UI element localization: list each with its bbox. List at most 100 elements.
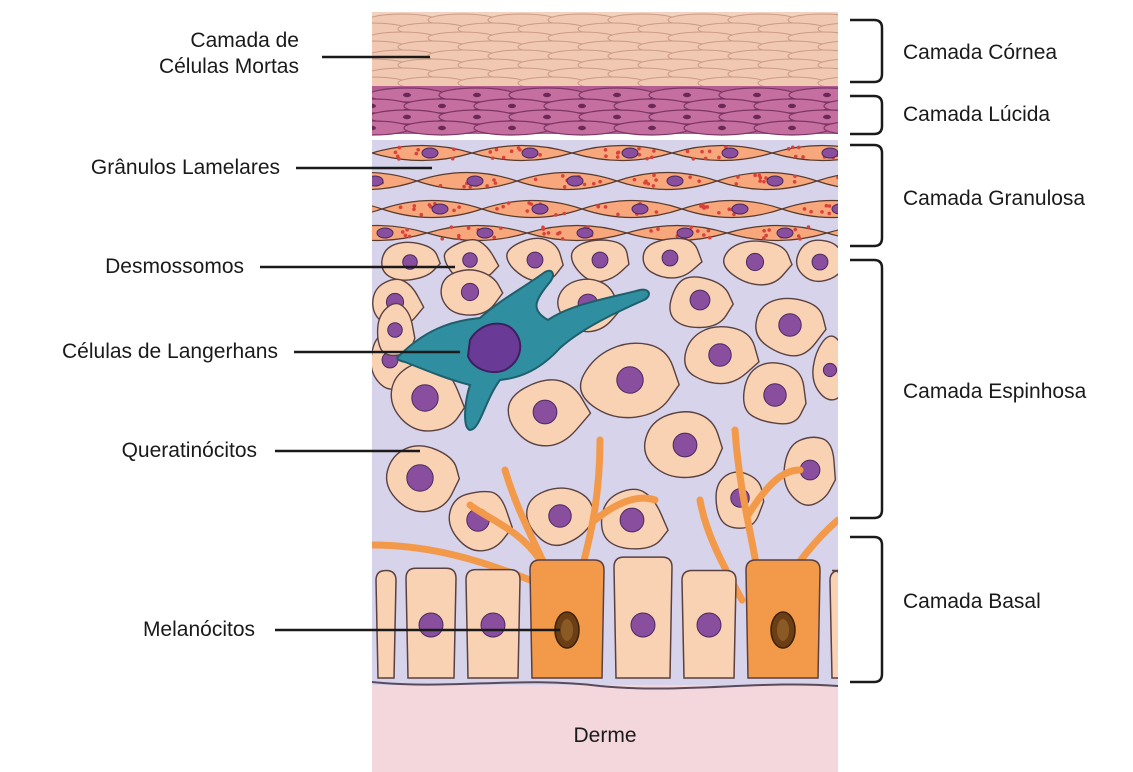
lamellar-granule bbox=[984, 227, 988, 231]
lamellar-granule bbox=[649, 229, 653, 233]
lucidum-nucleus bbox=[893, 115, 901, 119]
keratinocyte-nucleus bbox=[746, 253, 763, 270]
keratinocyte-nucleus bbox=[709, 344, 731, 366]
bracket-espinhosa bbox=[850, 260, 882, 518]
lucidum-nucleus bbox=[683, 93, 691, 97]
lamellar-granule bbox=[988, 227, 992, 231]
lamellar-granule bbox=[322, 212, 326, 216]
lamellar-granule bbox=[401, 230, 405, 234]
lamellar-granule bbox=[890, 149, 894, 153]
lamellar-granule bbox=[291, 156, 295, 160]
lucidum-nucleus bbox=[333, 93, 341, 97]
lamellar-granule bbox=[850, 204, 854, 208]
lamellar-granule bbox=[316, 151, 320, 155]
lamellar-granule bbox=[940, 182, 944, 186]
lamellar-granule bbox=[873, 230, 877, 234]
lamellar-granule bbox=[652, 173, 656, 177]
lamellar-granule bbox=[399, 205, 403, 209]
label-desmosomes: Desmossomos bbox=[105, 254, 244, 280]
lamellar-granule bbox=[843, 235, 847, 239]
lamellar-granule bbox=[857, 185, 861, 189]
lamellar-granule bbox=[450, 225, 454, 229]
lamellar-granule bbox=[495, 148, 499, 152]
lucidum-nucleus bbox=[543, 93, 551, 97]
lamellar-granule bbox=[697, 179, 701, 183]
lamellar-granule bbox=[920, 146, 924, 150]
lamellar-granule bbox=[305, 155, 309, 159]
lamellar-granule bbox=[734, 182, 738, 186]
dead-cell bbox=[878, 23, 946, 35]
lamellar-granule bbox=[633, 178, 637, 182]
lamellar-granule bbox=[451, 157, 455, 161]
granular-nucleus bbox=[677, 228, 693, 238]
lamellar-granule bbox=[901, 149, 905, 153]
label-stratum-corneum: Camada Córnea bbox=[903, 40, 1057, 66]
basal-keratinocyte bbox=[376, 570, 396, 678]
lamellar-granule bbox=[331, 146, 335, 150]
lamellar-granule bbox=[332, 180, 336, 184]
lamellar-granule bbox=[396, 154, 400, 158]
lamellar-granule bbox=[517, 146, 521, 150]
granular-nucleus bbox=[622, 148, 638, 158]
granular-nucleus bbox=[567, 176, 583, 186]
lamellar-granule bbox=[753, 174, 757, 178]
lamellar-granule bbox=[897, 207, 901, 211]
lamellar-granule bbox=[501, 205, 505, 209]
label-stratum-granulosum: Camada Granulosa bbox=[903, 186, 1085, 212]
lamellar-granule bbox=[562, 212, 566, 216]
lamellar-granule bbox=[820, 210, 824, 214]
stratum-lucidum bbox=[299, 86, 970, 135]
lamellar-granule bbox=[492, 236, 496, 240]
lamellar-granule bbox=[542, 232, 546, 236]
lamellar-granule bbox=[563, 185, 567, 189]
lamellar-granule bbox=[686, 150, 690, 154]
lamellar-granule bbox=[708, 236, 712, 240]
lamellar-granule bbox=[656, 227, 660, 231]
lamellar-granule bbox=[326, 202, 330, 206]
dead-cell bbox=[308, 68, 376, 80]
lucidum-nucleus bbox=[648, 126, 656, 130]
lamellar-granule bbox=[650, 156, 654, 160]
lamellar-granule bbox=[495, 207, 499, 211]
lamellar-granule bbox=[946, 232, 950, 236]
lamellar-granule bbox=[637, 147, 641, 151]
lamellar-granule bbox=[554, 213, 558, 217]
lamellar-granule bbox=[890, 174, 894, 178]
lamellar-granule bbox=[368, 184, 372, 188]
lamellar-granule bbox=[767, 228, 771, 232]
lamellar-granule bbox=[349, 178, 353, 182]
dermis-label: Derme bbox=[573, 724, 636, 747]
lamellar-granule bbox=[758, 174, 762, 178]
granular-nucleus bbox=[477, 228, 493, 238]
lamellar-granule bbox=[413, 204, 417, 208]
lamellar-granule bbox=[762, 229, 766, 233]
lucidum-nucleus bbox=[368, 104, 376, 108]
dead-cell bbox=[308, 32, 376, 44]
lamellar-granule bbox=[702, 233, 706, 237]
lamellar-granule bbox=[408, 235, 412, 239]
lamellar-granule bbox=[905, 151, 909, 155]
keratinocyte-nucleus bbox=[779, 314, 801, 336]
basal-nucleus bbox=[481, 613, 505, 637]
lucidum-nucleus bbox=[578, 104, 586, 108]
lamellar-granule bbox=[939, 182, 943, 186]
granular-nucleus bbox=[532, 204, 548, 214]
lamellar-granule bbox=[953, 175, 957, 179]
lamellar-granule bbox=[700, 150, 704, 154]
lamellar-granule bbox=[797, 146, 801, 150]
lamellar-granule bbox=[643, 181, 647, 185]
lucidum-nucleus bbox=[858, 104, 866, 108]
lamellar-granule bbox=[762, 180, 766, 184]
lamellar-granule bbox=[702, 206, 706, 210]
lamellar-granule bbox=[394, 151, 398, 155]
granular-nucleus bbox=[432, 204, 448, 214]
lamellar-granule bbox=[412, 207, 416, 211]
lamellar-granule bbox=[655, 210, 659, 214]
lamellar-granule bbox=[592, 182, 596, 186]
lucidum-cell bbox=[299, 110, 375, 124]
lamellar-granule bbox=[452, 209, 456, 213]
bracket-cornea bbox=[850, 20, 882, 82]
lamellar-granule bbox=[652, 184, 656, 188]
lamellar-granule bbox=[439, 184, 443, 188]
lamellar-granule bbox=[727, 207, 731, 211]
